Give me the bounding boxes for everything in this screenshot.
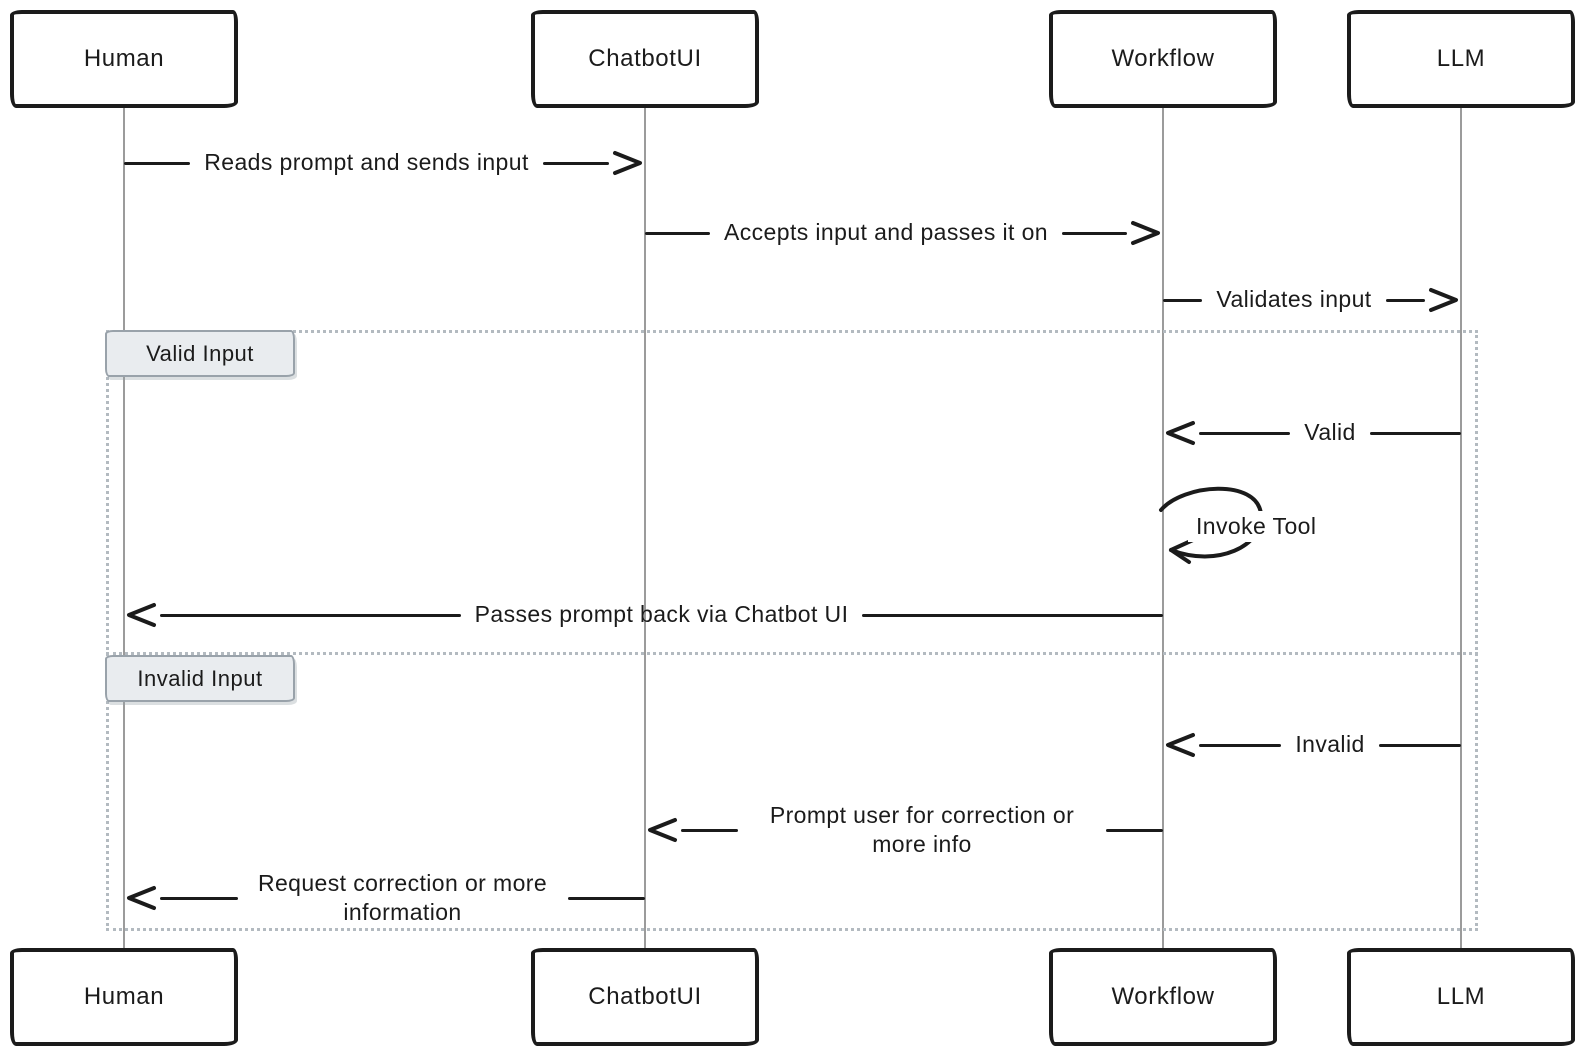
message-line	[1199, 431, 1291, 435]
actor-chatbotui-top: ChatbotUI	[531, 10, 759, 108]
actor-workflow-top: Workflow	[1049, 10, 1277, 108]
message-line	[542, 161, 610, 165]
arrowhead-left-icon	[1166, 421, 1195, 445]
message-line	[1369, 431, 1461, 435]
actor-workflow-bottom: Workflow	[1049, 948, 1277, 1046]
lifeline-human	[123, 108, 125, 948]
message-passes-back: Passes prompt back via Chatbot UI	[124, 583, 1164, 647]
arrowhead-right-icon	[613, 151, 643, 175]
message-line	[1163, 298, 1203, 302]
message-validates-input: Validates input	[1163, 268, 1461, 332]
message-accepts-input: Accepts input and passes it on	[645, 201, 1163, 265]
actor-label: LLM	[1436, 983, 1486, 1010]
alt-frame	[106, 330, 1478, 931]
arrowhead-right-icon	[1429, 288, 1458, 312]
message-label: Valid	[1304, 419, 1356, 446]
actor-label: Workflow	[1111, 45, 1215, 72]
actor-label: Workflow	[1111, 983, 1215, 1010]
message-label: Passes prompt back via Chatbot UI	[474, 601, 849, 628]
message-line	[1378, 743, 1462, 747]
message-request-correction: Request correction or more information	[124, 866, 645, 930]
message-line	[1062, 231, 1128, 235]
message-line	[1199, 743, 1282, 747]
actor-human-bottom: Human	[10, 948, 238, 1046]
alt-section-label-text: Invalid Input	[137, 665, 263, 691]
message-prompt-user: Prompt user for correction or more info	[645, 798, 1163, 862]
message-label: Validates input	[1216, 286, 1372, 313]
arrowhead-left-icon	[1166, 733, 1195, 757]
self-loop-label: Invoke Tool	[1188, 511, 1325, 542]
actor-human-top: Human	[10, 10, 238, 108]
lifeline-chatbotui	[644, 108, 646, 948]
message-label: Invalid	[1295, 731, 1365, 758]
arrowhead-left-icon	[127, 603, 156, 627]
arrowhead-left-icon	[127, 886, 156, 910]
arrowhead-right-icon	[1131, 221, 1161, 245]
message-label: Accepts input and passes it on	[724, 219, 1048, 246]
actor-label: Human	[83, 45, 165, 72]
message-line	[1106, 828, 1163, 832]
alt-section-divider	[106, 652, 1478, 655]
alt-section-label-valid: Valid Input	[105, 330, 295, 377]
actor-chatbotui-bottom: ChatbotUI	[531, 948, 759, 1046]
arrowhead-left-icon	[648, 818, 677, 842]
message-label: Request correction or more information	[257, 869, 548, 925]
message-line	[567, 896, 645, 900]
message-line	[124, 161, 191, 165]
lifeline-llm	[1460, 108, 1462, 948]
message-line	[1385, 298, 1425, 302]
actor-label: Human	[83, 983, 165, 1010]
message-line	[862, 613, 1164, 617]
actor-llm-bottom: LLM	[1347, 948, 1575, 1046]
actor-label: ChatbotUI	[588, 983, 702, 1010]
message-invalid: Invalid	[1163, 713, 1462, 777]
actor-label: LLM	[1436, 45, 1486, 72]
lifeline-workflow	[1162, 108, 1164, 948]
alt-section-label-invalid: Invalid Input	[105, 655, 295, 702]
actor-llm-top: LLM	[1347, 10, 1575, 108]
message-line	[160, 613, 461, 617]
actor-label: ChatbotUI	[588, 45, 702, 72]
message-line	[160, 896, 238, 900]
message-label: Reads prompt and sends input	[204, 149, 529, 176]
message-line	[645, 231, 711, 235]
alt-section-label-text: Valid Input	[146, 340, 254, 366]
message-valid: Valid	[1163, 401, 1461, 465]
message-label: Prompt user for correction or more info	[769, 801, 1075, 857]
message-line	[681, 828, 738, 832]
message-reads-prompt: Reads prompt and sends input	[124, 131, 645, 195]
